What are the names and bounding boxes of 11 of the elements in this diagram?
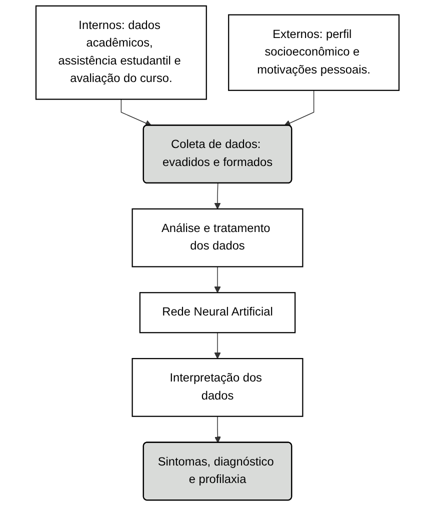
node-box: Internos: dados acadêmicos, assistência estudantil e avaliação do curso.	[35, 5, 207, 100]
node-box: Externos: perfil socioeconômico e motivações pessoais.	[228, 14, 400, 91]
arrow	[120, 98, 152, 126]
node-box: Interpretação dos dados	[132, 358, 304, 417]
arrow	[214, 266, 221, 293]
arrow	[214, 183, 221, 210]
arrow	[214, 332, 221, 359]
arrow	[214, 416, 221, 443]
node-box: Rede Neural Artificial	[139, 292, 296, 334]
arrow	[284, 90, 314, 126]
node-box: Análise e tratamento dos dados	[132, 208, 304, 268]
